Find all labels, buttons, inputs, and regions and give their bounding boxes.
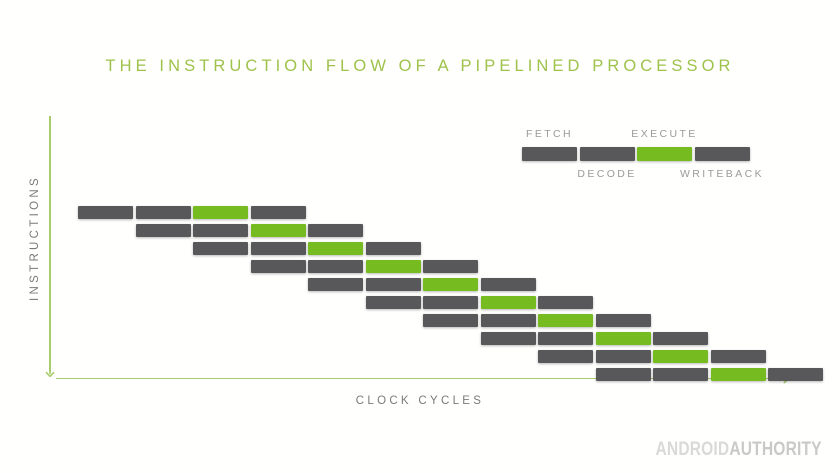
stage-cell-writeback (768, 368, 823, 381)
stage-cell-execute (250, 224, 306, 237)
stage-cell-decode (538, 332, 593, 345)
stage-cell-decode (250, 242, 306, 255)
legend-swatch-decode (579, 147, 635, 161)
stage-cell-writeback (710, 350, 766, 363)
y-axis-label: INSTRUCTIONS (29, 175, 41, 301)
stage-cell-writeback (250, 206, 306, 219)
stage-cell-decode (595, 350, 651, 363)
legend-swatch-writeback (694, 147, 750, 161)
legend-swatch-fetch (522, 147, 577, 161)
legend-swatch-execute (637, 147, 692, 161)
y-axis-arrow-icon (45, 366, 55, 377)
watermark: ANDROIDAUTHORITY (656, 439, 822, 461)
stage-cell-fetch (308, 278, 363, 291)
stage-cell-execute (423, 278, 478, 291)
stage-cell-decode (308, 260, 363, 273)
stage-cell-fetch (480, 332, 536, 345)
stage-cell-writeback (480, 278, 536, 291)
x-axis-line (56, 377, 784, 380)
stage-cell-execute (193, 206, 248, 219)
stage-cell-fetch (538, 350, 593, 363)
stage-cell-decode (365, 278, 421, 291)
stage-cell-writeback (423, 260, 478, 273)
legend-label-execute: EXECUTE (631, 128, 698, 140)
stage-cell-writeback (595, 314, 651, 327)
stage-cell-writeback (308, 224, 363, 237)
stage-cell-execute (365, 260, 421, 273)
stage-cell-decode (193, 224, 248, 237)
stage-cell-fetch (250, 260, 306, 273)
stage-cell-fetch (365, 296, 421, 309)
watermark-light-text: ANDROID (655, 439, 730, 460)
legend-label-decode: DECODE (577, 168, 637, 180)
stage-cell-writeback (365, 242, 421, 255)
y-axis-line (49, 116, 51, 372)
stage-cell-fetch (595, 368, 651, 381)
stage-cell-writeback (538, 296, 593, 309)
stage-cell-decode (653, 368, 708, 381)
stage-cell-fetch (135, 224, 191, 237)
stage-cell-execute (538, 314, 593, 327)
stage-cell-execute (595, 332, 651, 345)
stage-cell-decode (135, 206, 191, 219)
x-axis-label: CLOCK CYCLES (355, 395, 485, 407)
stage-cell-fetch (193, 242, 248, 255)
watermark-dark-text: AUTHORITY (729, 439, 822, 460)
stage-cell-execute (308, 242, 363, 255)
legend-label-writeback: WRITEBACK (679, 168, 765, 180)
stage-cell-decode (480, 314, 536, 327)
stage-cell-writeback (653, 332, 708, 345)
stage-cell-fetch (78, 206, 133, 219)
legend-label-fetch: FETCH (526, 128, 573, 140)
stage-cell-execute (480, 296, 536, 309)
stage-cell-decode (423, 296, 478, 309)
stage-cell-execute (710, 368, 766, 381)
stage-cell-fetch (423, 314, 478, 327)
page-title: THE INSTRUCTION FLOW OF A PIPELINED PROC… (105, 57, 735, 75)
stage-cell-execute (653, 350, 708, 363)
